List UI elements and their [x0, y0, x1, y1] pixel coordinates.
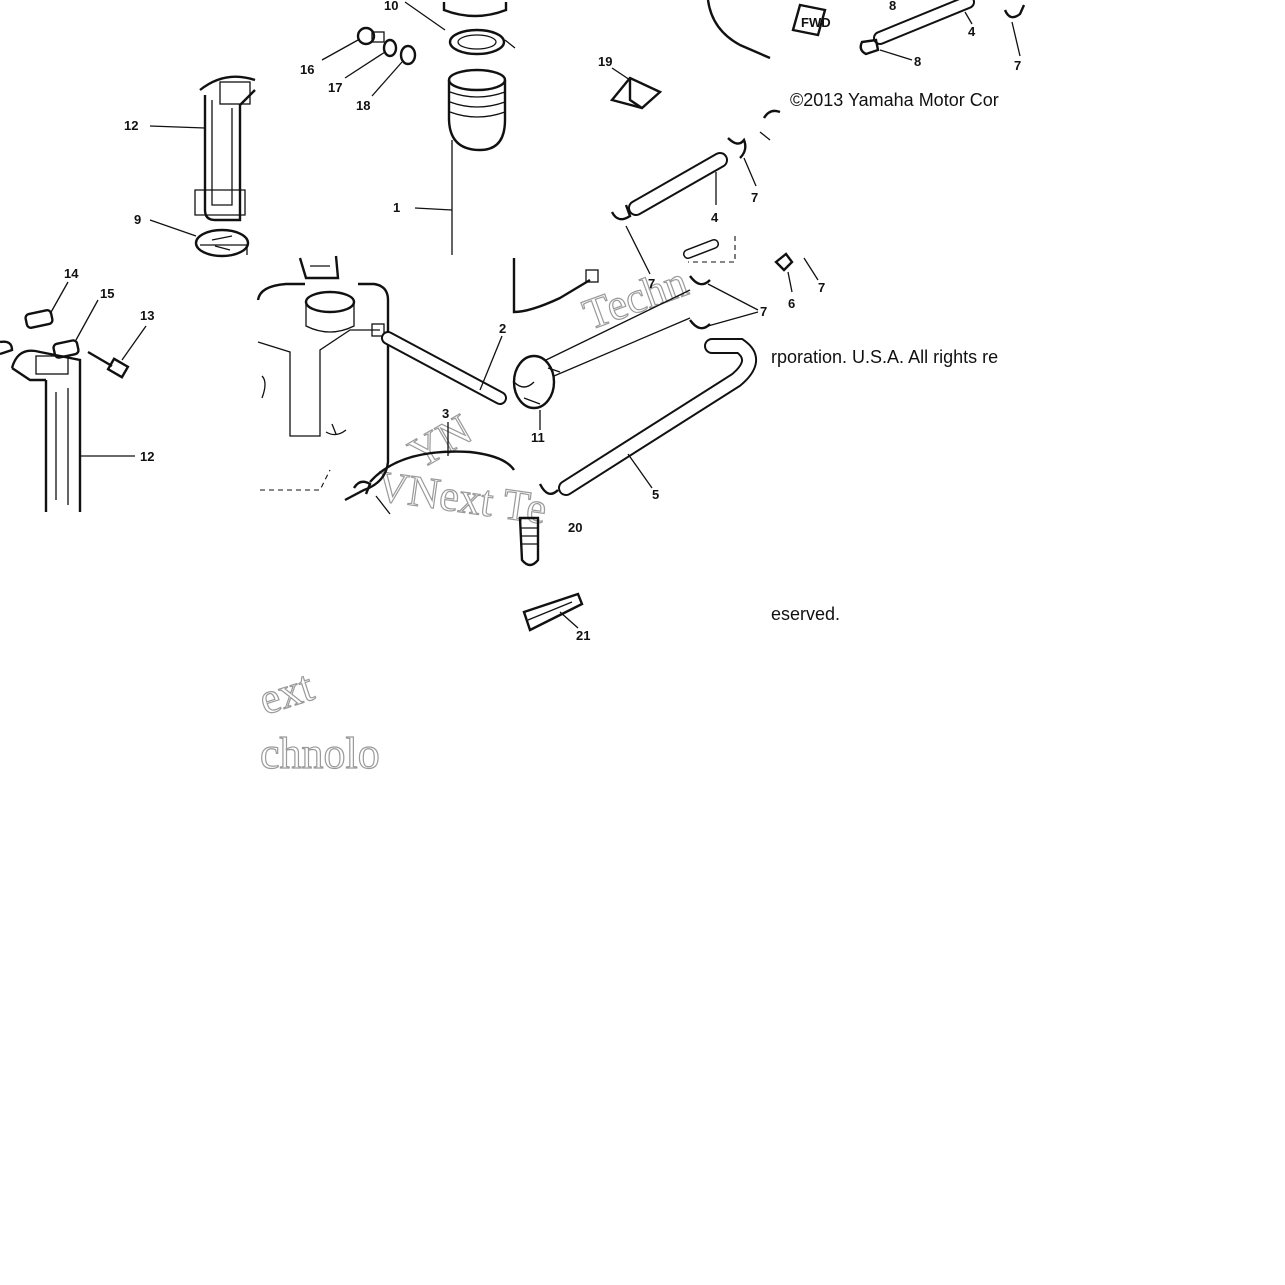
watermark-text-3: ext — [253, 661, 319, 724]
bolt-part-13: 13 — [87, 308, 154, 379]
callout-7d: 7 — [760, 304, 767, 319]
filler-neck-part-1: 1 — [393, 39, 516, 255]
filter-cap-part-9: 9 — [134, 212, 250, 258]
callout-7c: 7 — [648, 276, 655, 291]
cap-part-10: 10 — [384, 0, 508, 31]
callout-15: 15 — [100, 286, 114, 301]
callout-4b: 4 — [711, 210, 719, 225]
hose-joint-part-6: 6 7 — [683, 236, 825, 311]
tank-corner-top: FWD — [706, 0, 831, 60]
callout-10: 10 — [384, 0, 398, 13]
grommet-part-18: 18 — [356, 44, 417, 113]
washer-part-17: 17 — [328, 38, 398, 95]
clip-part-7-middle: 7 7 — [610, 137, 758, 291]
callout-16: 16 — [300, 62, 314, 77]
vent-part-3: 3 — [352, 406, 516, 515]
callout-20: 20 — [568, 520, 582, 535]
watermark: Techn VNext Te ext chnolo YN — [252, 256, 694, 778]
nipple-fitting — [759, 109, 781, 141]
fuel-tank-part — [256, 255, 390, 502]
hose-part-4-middle: 4 — [628, 152, 728, 225]
tank-side-edge — [512, 258, 599, 314]
callout-18: 18 — [356, 98, 370, 113]
connector-part-20: 20 — [518, 483, 582, 567]
callout-7a: 7 — [1014, 58, 1021, 73]
callout-13: 13 — [140, 308, 154, 323]
strap-part-12-bottom: 12 — [10, 349, 154, 512]
clip-part-21: 21 — [522, 592, 590, 643]
strap-part-12-top: 12 — [124, 75, 256, 222]
callout-5: 5 — [652, 487, 659, 502]
callout-7e: 7 — [818, 280, 825, 295]
fwd-mark: FWD — [801, 15, 831, 30]
callout-11: 11 — [531, 430, 545, 445]
callout-19: 19 — [598, 54, 612, 69]
clip-part-7-joint: 7 — [689, 275, 767, 330]
bracket-part-19: 19 — [598, 54, 663, 110]
clip-part-8: 8 8 — [859, 0, 921, 69]
callout-8a: 8 — [889, 0, 896, 13]
fuel-hose-part-2: 2 — [381, 321, 507, 405]
callout-9: 9 — [134, 212, 141, 227]
hose-part-4-top: 4 — [873, 0, 976, 45]
callout-8b: 8 — [914, 54, 921, 69]
callout-2: 2 — [499, 321, 506, 336]
fuel-cock-part-11: 11 — [512, 289, 691, 445]
collar-part-15: 15 — [52, 286, 114, 359]
watermark-text-2: VNext Te — [374, 461, 550, 533]
fuel-hose-part-5: 5 — [558, 338, 757, 502]
gasket-ring — [448, 28, 506, 56]
callout-6: 6 — [788, 296, 795, 311]
pin-part-14: 14 — [0, 266, 79, 356]
callout-12b: 12 — [140, 449, 154, 464]
screw-part-16: 16 — [300, 26, 385, 77]
watermark-text-1: Techn — [577, 257, 694, 340]
callout-21: 21 — [576, 628, 590, 643]
callout-14: 14 — [64, 266, 79, 281]
copyright-line-3: eserved. — [771, 604, 840, 624]
callout-17: 17 — [328, 80, 342, 95]
callout-1: 1 — [393, 200, 400, 215]
clip-part-7-top: 7 — [1003, 4, 1026, 73]
callout-3: 3 — [442, 406, 449, 421]
callout-4a: 4 — [968, 24, 976, 39]
copyright-line-1: ©2013 Yamaha Motor Cor — [790, 90, 999, 110]
callout-7b: 7 — [751, 190, 758, 205]
callout-12a: 12 — [124, 118, 138, 133]
copyright-line-2: rporation. U.S.A. All rights re — [771, 347, 998, 367]
watermark-text-4: chnolo — [260, 729, 380, 778]
